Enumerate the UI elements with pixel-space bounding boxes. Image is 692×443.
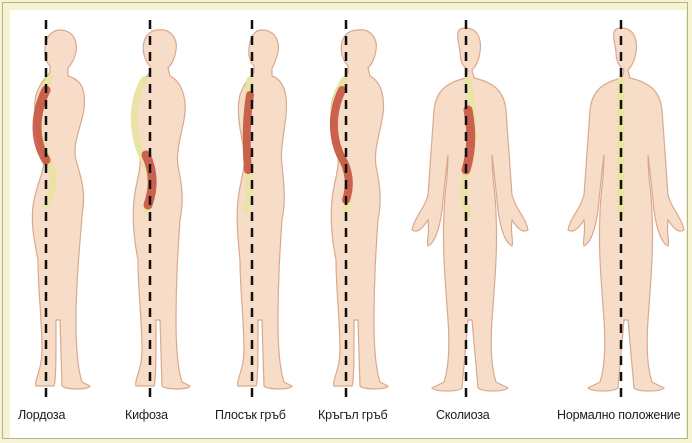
posture-diagram-panel: Лордоза Кифоза Плосък гръб Кръгъл гръб С… — [10, 10, 686, 438]
figure-normal — [556, 20, 686, 400]
figure-flat-back — [222, 20, 312, 400]
spine-curve-highlight — [247, 95, 250, 170]
figure-lordosis — [16, 20, 106, 400]
label-lordosis: Лордоза — [18, 408, 65, 422]
label-flat-back: Плосък гръб — [215, 408, 286, 422]
body-silhouette — [32, 30, 90, 389]
figure-kyphosis — [120, 20, 210, 400]
figure-scoliosis — [400, 20, 530, 400]
image-frame: Лордоза Кифоза Плосък гръб Кръгъл гръб С… — [2, 2, 688, 439]
label-kyphosis: Кифоза — [125, 408, 168, 422]
body-silhouette — [568, 28, 684, 391]
figure-round-back — [316, 20, 406, 400]
label-round-back: Кръгъл гръб — [318, 408, 387, 422]
label-scoliosis: Сколиоза — [436, 408, 489, 422]
label-normal: Нормално положение — [557, 408, 680, 422]
